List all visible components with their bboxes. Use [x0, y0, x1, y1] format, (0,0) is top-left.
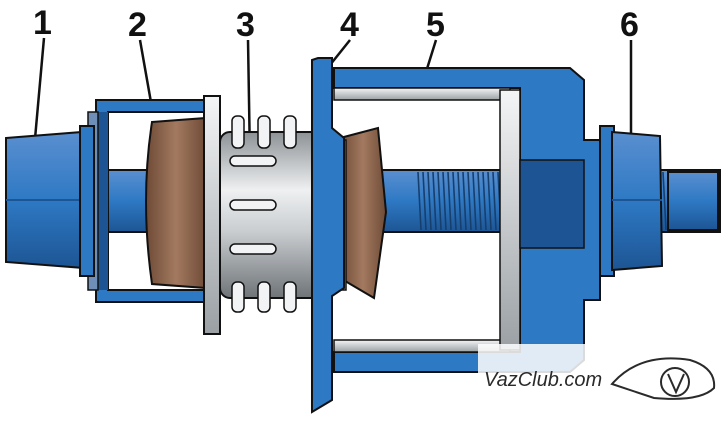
thread-line — [467, 171, 472, 231]
thread-line — [487, 171, 492, 231]
callout-5: 5 — [426, 6, 445, 44]
watermark-text: VazClub.com — [484, 369, 603, 391]
washer-plate — [203, 95, 221, 335]
part-1-nut — [5, 125, 95, 277]
rod-end — [667, 171, 719, 231]
thread-line — [417, 171, 422, 231]
thread-line — [472, 171, 477, 231]
part-4-lever — [311, 57, 345, 414]
callout-1: 1 — [33, 4, 52, 42]
thread-line — [432, 171, 437, 231]
thread-line — [452, 171, 457, 231]
thread-line — [482, 171, 487, 231]
leader-line-2 — [138, 39, 154, 109]
leader-line-5 — [424, 39, 438, 73]
thread-line — [422, 171, 427, 231]
thread-line — [492, 171, 497, 231]
thread-line — [427, 171, 432, 231]
part-5-frame — [333, 67, 601, 373]
rubber-bushing — [145, 116, 388, 300]
callout-2: 2 — [128, 6, 147, 44]
leader-line-1 — [32, 37, 46, 151]
thread-line — [442, 171, 447, 231]
part-6-nut — [599, 125, 664, 277]
thread-line — [462, 171, 467, 231]
vazclub-car-logo — [610, 357, 716, 400]
callout-4: 4 — [340, 6, 359, 44]
thread-line — [477, 171, 482, 231]
callout-6: 6 — [620, 6, 639, 44]
thread-line — [447, 171, 452, 231]
thread-line — [457, 171, 462, 231]
leader-lines — [32, 37, 633, 161]
thread-line — [437, 171, 442, 231]
thread-line — [662, 171, 667, 231]
callout-3: 3 — [236, 6, 255, 44]
